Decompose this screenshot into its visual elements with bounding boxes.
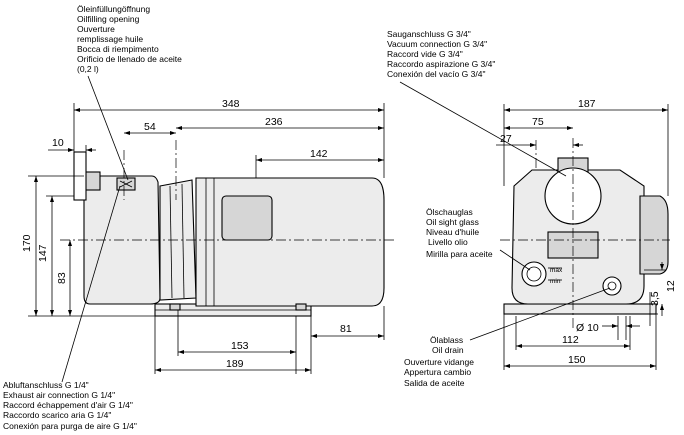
callout-vacuum: Sauganschluss G 3/4" Vacuum connection G…: [387, 29, 567, 177]
svg-text:Ouverture vidange: Ouverture vidange: [404, 357, 474, 367]
dim-150: 150: [568, 354, 586, 366]
dim-12: 12: [665, 280, 677, 292]
callout-oil-drain: Ölablass Oil drain Ouverture vidange App…: [404, 287, 611, 388]
dim-236: 236: [265, 116, 283, 128]
svg-text:Raccordo scarico aria G 1/4": Raccordo scarico aria G 1/4": [3, 410, 111, 420]
foot-pad-left: [169, 303, 181, 311]
foot-pad-right: [295, 303, 307, 311]
side-view: [60, 140, 395, 317]
svg-text:remplissage huile: remplissage huile: [77, 34, 143, 44]
svg-text:Ölschauglas: Ölschauglas: [426, 207, 473, 217]
svg-text:Conexión para purga de aire G: Conexión para purga de aire G 1/4": [3, 421, 137, 431]
svg-text:Conexión del vacío G 3/4": Conexión del vacío G 3/4": [387, 69, 485, 79]
callout-exhaust: Abluftanschluss G 1/4" Exhaust air conne…: [3, 185, 137, 431]
terminal-box: [221, 195, 273, 241]
front-dimensions: 187 75 27 12 3,5 Ø 10: [496, 98, 677, 370]
svg-text:Oilfilling opening: Oilfilling opening: [77, 14, 140, 24]
svg-text:Oil drain: Oil drain: [432, 345, 464, 355]
svg-text:Ouverture: Ouverture: [77, 24, 115, 34]
svg-text:Orificio de llenado de aceite: Orificio de llenado de aceite: [77, 54, 182, 64]
dim-83: 83: [56, 272, 68, 284]
sight-max: max: [550, 267, 563, 274]
callout-sight-glass: Ölschauglas Oil sight glass Niveau d'hui…: [426, 207, 531, 271]
front-base: [503, 303, 657, 315]
svg-text:Vacuum connection G 3/4": Vacuum connection G 3/4": [387, 39, 487, 49]
dim-348: 348: [222, 98, 240, 110]
dim-112: 112: [562, 334, 579, 346]
dim-75: 75: [532, 116, 544, 128]
svg-text:Abluftanschluss G 1/4": Abluftanschluss G 1/4": [3, 380, 89, 390]
oil-sight-glass: [521, 261, 547, 287]
svg-text:Exhaust air connection G 1/4": Exhaust air connection G 1/4": [3, 390, 115, 400]
fan-cover: [639, 195, 669, 275]
svg-text:Öleinfüllungöffnung: Öleinfüllungöffnung: [77, 4, 150, 14]
dim-dia-10: Ø 10: [576, 322, 599, 334]
svg-text:Salida de aceite: Salida de aceite: [404, 378, 465, 388]
dim-147: 147: [37, 244, 49, 262]
dim-142: 142: [310, 148, 328, 160]
svg-text:Livello olio: Livello olio: [428, 237, 468, 247]
svg-text:Raccordo aspirazione G 3/4": Raccordo aspirazione G 3/4": [387, 59, 495, 69]
oil-drain: [602, 276, 622, 296]
dim-54: 54: [144, 121, 156, 133]
dim-3-5: 3,5: [649, 291, 661, 306]
svg-text:Raccord vide G 3/4": Raccord vide G 3/4": [387, 49, 463, 59]
svg-text:(0,2 l): (0,2 l): [77, 64, 99, 74]
side-dimensions: 348 236 54 10 142 170 147: [21, 98, 385, 374]
front-view: max min: [500, 138, 670, 330]
callout-oil-fill: Öleinfüllungöffnung Oilfilling opening O…: [77, 4, 182, 181]
svg-text:Niveau d'huile: Niveau d'huile: [426, 227, 479, 237]
svg-text:Appertura cambio: Appertura cambio: [404, 367, 471, 377]
dim-27: 27: [500, 133, 512, 145]
svg-text:Mirilla para aceite: Mirilla para aceite: [426, 249, 493, 259]
sight-min: min: [550, 278, 561, 285]
svg-text:Sauganschluss G 3/4": Sauganschluss G 3/4": [387, 29, 471, 39]
dim-187: 187: [578, 98, 596, 110]
svg-text:Bocca di riempimento: Bocca di riempimento: [77, 44, 159, 54]
svg-text:Oil sight glass: Oil sight glass: [426, 217, 479, 227]
dim-153: 153: [231, 340, 249, 352]
dim-189: 189: [226, 358, 244, 370]
dim-10: 10: [52, 137, 64, 149]
dim-81: 81: [340, 323, 352, 335]
dim-170: 170: [21, 234, 33, 252]
svg-text:Raccord échappement d'air G 1/: Raccord échappement d'air G 1/4": [3, 400, 133, 410]
svg-text:Ölablass: Ölablass: [430, 335, 463, 345]
